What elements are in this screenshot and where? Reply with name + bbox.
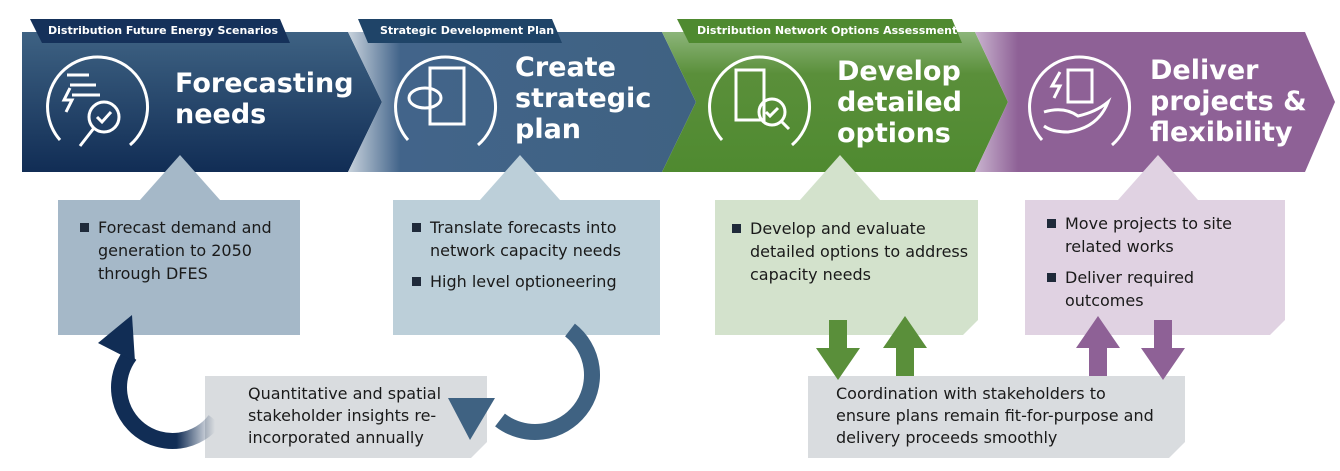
hand-document-bolt-icon bbox=[1028, 55, 1131, 147]
stage-4-pointer bbox=[1118, 155, 1198, 200]
bullet-item: Move projects to site related works bbox=[1045, 212, 1275, 258]
green-down-arrow bbox=[816, 320, 860, 380]
coordination-note-box bbox=[808, 376, 1185, 458]
feedback-arrowhead-right bbox=[448, 398, 495, 440]
bullet-item: Deliver required outcomes bbox=[1045, 266, 1275, 312]
feedback-arrowhead-left bbox=[98, 315, 135, 362]
stage-3-chevron bbox=[662, 32, 1008, 172]
stage-3-pointer bbox=[800, 155, 880, 200]
stage-2-pointer bbox=[480, 155, 560, 200]
feedback-note-box bbox=[205, 376, 487, 458]
feedback-note: Quantitative and spatial stakeholder ins… bbox=[248, 384, 442, 447]
feedback-arrow-left bbox=[111, 350, 222, 449]
stage-2-tab-label: Strategic Development Plan bbox=[380, 24, 555, 37]
document-checklist-magnifier-icon bbox=[708, 55, 811, 147]
stage-1-details: Forecast demand and generation to 2050 t… bbox=[78, 216, 293, 293]
stage-2-tab bbox=[358, 19, 562, 43]
stage-1-tab bbox=[30, 19, 290, 43]
bullet-item: High level optioneering bbox=[410, 270, 655, 293]
green-up-arrow bbox=[883, 316, 927, 376]
bullet-item: Develop and evaluate detailed options to… bbox=[730, 217, 970, 286]
stage-1-chevron bbox=[22, 32, 382, 172]
stage-1-pointer bbox=[140, 155, 220, 200]
stage-3-details: Develop and evaluate detailed options to… bbox=[730, 217, 970, 294]
stage-3-tab-label: Distribution Network Options Assessment bbox=[697, 24, 958, 37]
bullet-item: Forecast demand and generation to 2050 t… bbox=[78, 216, 293, 285]
purple-down-arrow bbox=[1141, 320, 1185, 380]
eye-strategy-board-icon bbox=[394, 55, 497, 147]
stage-3-tab bbox=[677, 19, 962, 43]
stage-4-chevron bbox=[975, 32, 1335, 172]
gear-bolt-magnifier-icon bbox=[46, 55, 149, 147]
stage-1-tab-label: Distribution Future Energy Scenarios bbox=[48, 24, 279, 37]
coordination-note: Coordination with stakeholders to ensure… bbox=[836, 384, 1154, 447]
feedback-arrow-right bbox=[495, 323, 600, 440]
purple-up-arrow bbox=[1076, 316, 1120, 376]
stage-2-details: Translate forecasts into network capacit… bbox=[410, 216, 655, 301]
bullet-item: Translate forecasts into network capacit… bbox=[410, 216, 655, 262]
